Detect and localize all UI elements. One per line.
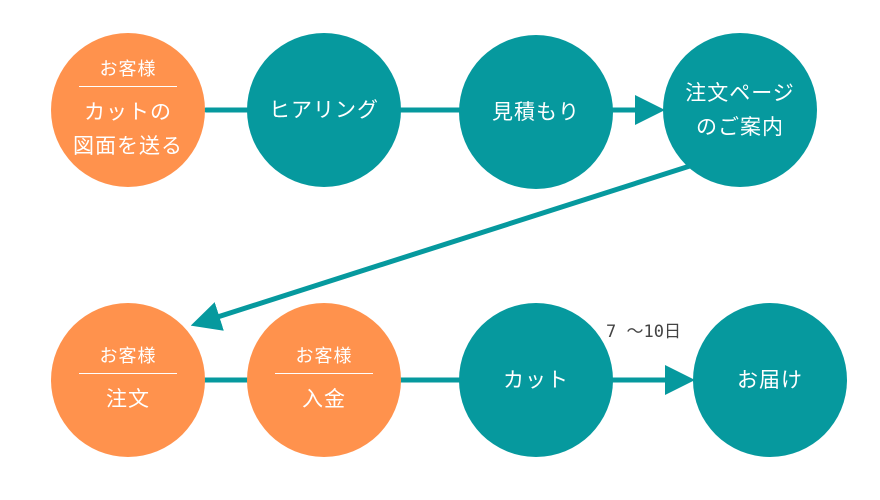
step-payment: お客様 入金 xyxy=(247,303,401,457)
step-label: 見積もり xyxy=(492,100,580,124)
step-order-page-guide: 注文ページ のご案内 xyxy=(663,33,817,187)
step-label: お届け xyxy=(737,368,803,392)
step-estimate: 見積もり xyxy=(459,35,613,189)
step-label: カットの 図面を送る xyxy=(73,99,183,158)
duration-label: 7 〜10日 xyxy=(606,322,681,342)
step-delivery: お届け xyxy=(693,303,847,457)
connector-4-5 xyxy=(190,162,696,331)
step-label: ヒアリング xyxy=(269,98,379,122)
step-send-drawing: お客様 カットの 図面を送る xyxy=(51,33,205,187)
actor-label: お客様 xyxy=(79,345,177,374)
actor-label: お客様 xyxy=(79,58,177,87)
step-label: 入金 xyxy=(302,386,346,411)
step-order: お客様 注文 xyxy=(51,303,205,457)
step-cut: カット xyxy=(459,303,613,457)
step-label: カット xyxy=(503,368,569,392)
actor-label: お客様 xyxy=(275,345,373,374)
step-hearing: ヒアリング xyxy=(247,33,401,187)
step-label: 注文 xyxy=(106,386,150,411)
step-label: 注文ページ のご案内 xyxy=(685,81,795,139)
